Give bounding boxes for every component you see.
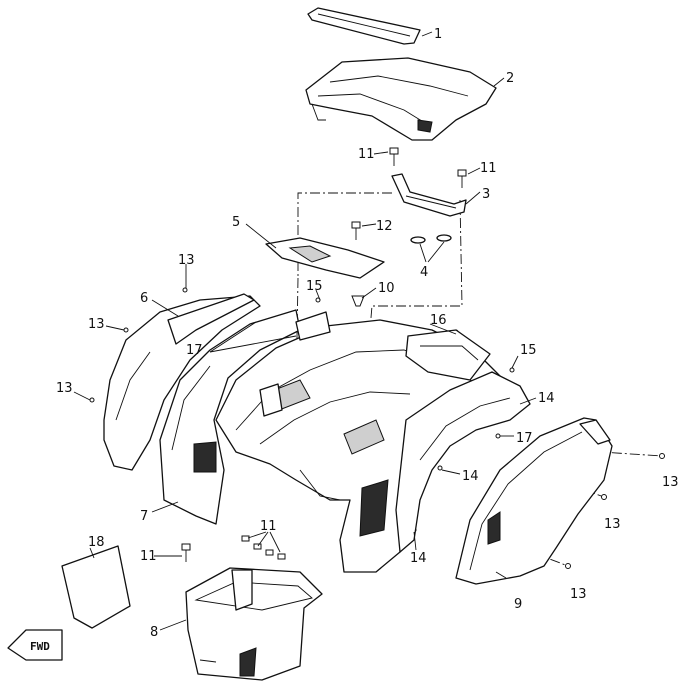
- callout-5: 5: [232, 215, 240, 230]
- forward-label: FWD: [30, 640, 50, 653]
- callout-18: 18: [88, 535, 105, 550]
- right-inner-fender: [395, 371, 531, 553]
- part-5-plate: [265, 237, 385, 279]
- callout-13-right: 13: [662, 475, 679, 490]
- bolt-10: [351, 295, 365, 307]
- main-body-assembly: [215, 311, 501, 573]
- callout-10: 10: [378, 281, 395, 296]
- part-2-rack-cover: [305, 57, 497, 141]
- callout-16: 16: [430, 313, 447, 328]
- bolt-11-upper-right: [457, 169, 467, 188]
- callout-13-far-left: 13: [56, 381, 73, 396]
- part-6-left-fender: [103, 293, 261, 471]
- callout-9: 9: [514, 597, 522, 612]
- callout-4: 4: [420, 265, 428, 280]
- bolt-11-upper-left: [389, 147, 399, 166]
- callout-1: 1: [434, 27, 442, 42]
- part-18-sheet: [61, 545, 131, 629]
- bolt-11-lower-left: [181, 543, 191, 562]
- callout-11-lower-group: 11: [260, 519, 277, 534]
- bolts-11-lower-group: [241, 535, 286, 560]
- part-4-washers: [410, 234, 452, 244]
- callout-14-upper: 14: [538, 391, 555, 406]
- callout-11-lower-left: 11: [140, 549, 157, 564]
- callout-17-left: 17: [186, 343, 203, 358]
- part-7-left-side-panel: [159, 309, 301, 525]
- callout-13-left: 13: [88, 317, 105, 332]
- callout-11-upper-left: 11: [358, 147, 375, 162]
- bolt-12: [351, 221, 361, 240]
- callout-13-bottom-right: 13: [570, 587, 587, 602]
- fasteners: [89, 147, 665, 569]
- callout-15-left: 15: [306, 279, 323, 294]
- callout-14-lower: 14: [410, 551, 427, 566]
- callout-6: 6: [140, 291, 148, 306]
- part-3-bracket: [391, 173, 467, 217]
- callout-labels: 1 2 3 4 5 6 7 8 9 10 11 11 11 11 12 13 1…: [56, 27, 679, 640]
- part-1-top-strip: [307, 7, 421, 45]
- callout-17-right: 17: [516, 431, 533, 446]
- callout-2: 2: [506, 71, 514, 86]
- callout-12: 12: [376, 219, 393, 234]
- forward-direction-arrow-icon: FWD: [7, 629, 63, 661]
- callout-7: 7: [140, 509, 148, 524]
- callout-15-right: 15: [520, 343, 537, 358]
- callout-11-upper-right: 11: [480, 161, 497, 176]
- part-9-right-fender: [455, 417, 613, 585]
- callout-8: 8: [150, 625, 158, 640]
- callout-13-right-middle: 13: [604, 517, 621, 532]
- callout-3: 3: [482, 187, 490, 202]
- callout-13-top-left: 13: [178, 253, 195, 268]
- callout-leaders: [73, 31, 537, 631]
- part-8-storage-box: [185, 567, 323, 681]
- callout-14-middle: 14: [462, 469, 479, 484]
